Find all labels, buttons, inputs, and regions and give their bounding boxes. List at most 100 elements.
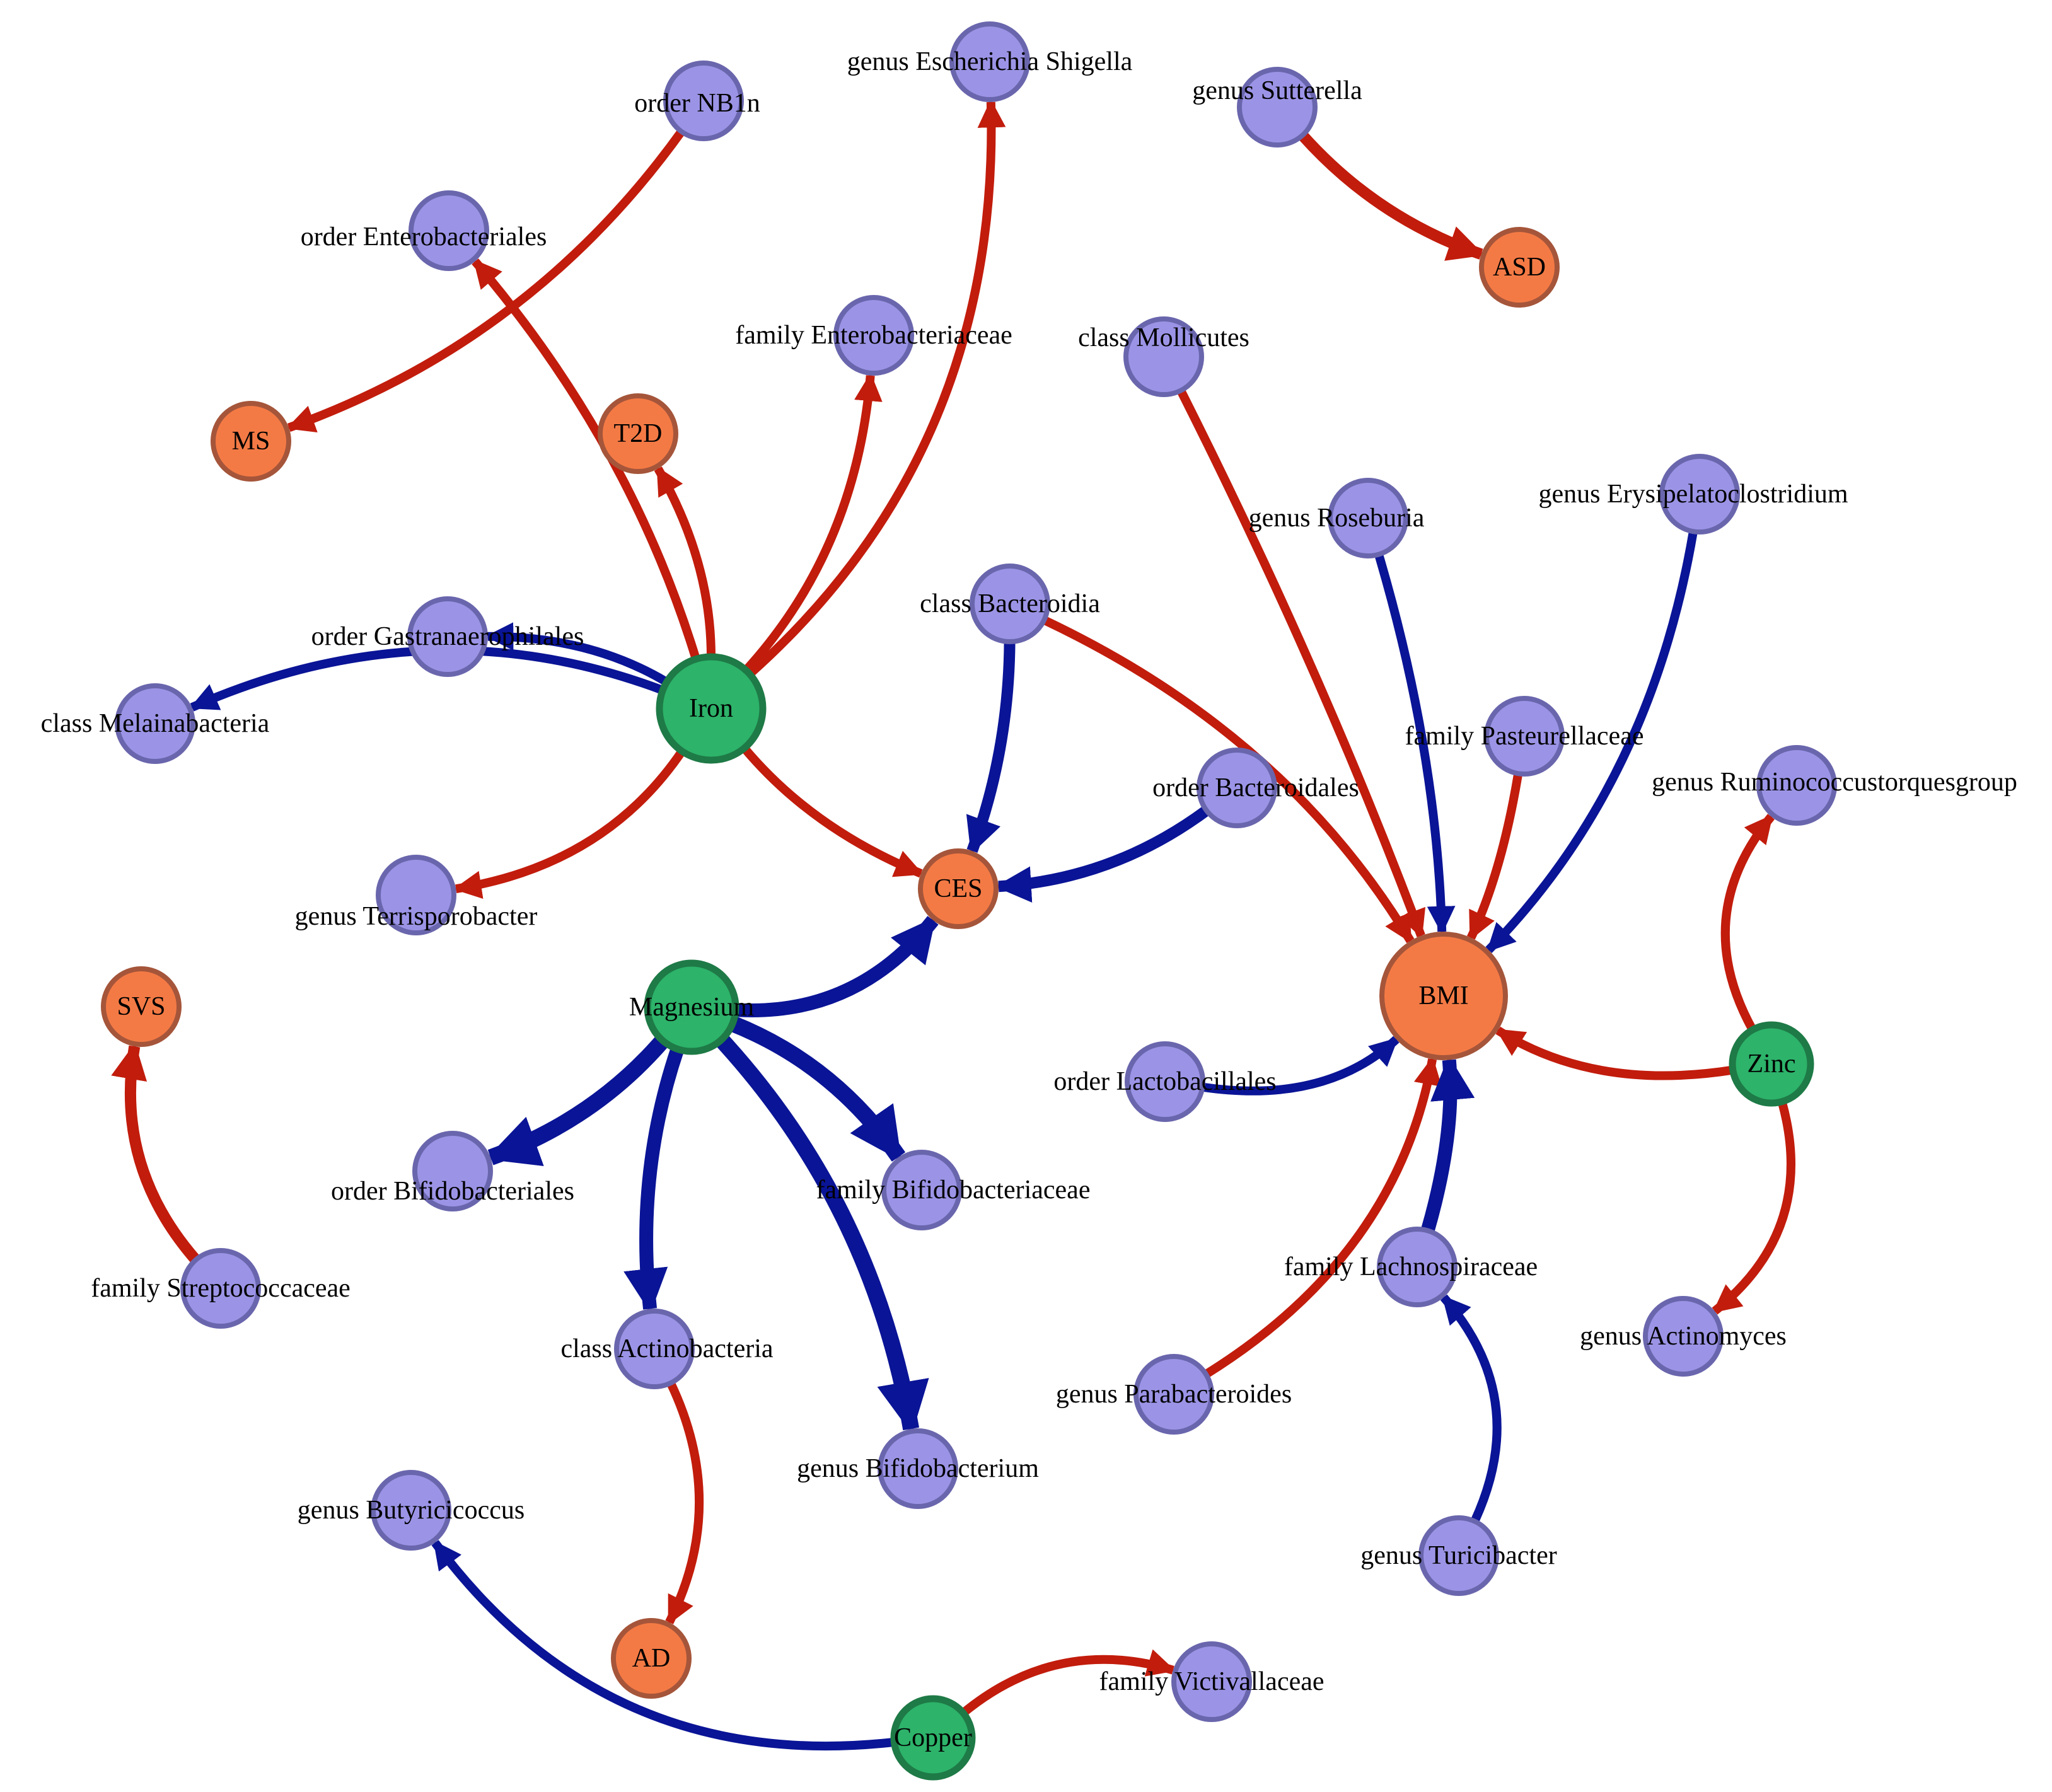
node-label: BMI <box>1418 981 1468 1010</box>
node-circle <box>890 1695 976 1781</box>
edge-genus-roseburia-to-bmi <box>1374 553 1456 935</box>
edge-class-actinobacteria-to-ad <box>665 1381 704 1625</box>
node-circle <box>1237 67 1318 147</box>
edge-magnesium-to-class-actinobacteria <box>623 1046 685 1314</box>
node-label: family Victivallaceae <box>1099 1667 1324 1696</box>
node-genus-erysipelatoclostridium[interactable]: genus Erysipelatoclostridium <box>1538 454 1848 535</box>
node-circle <box>211 401 291 482</box>
edge-iron-to-genus-terrisporobacter <box>453 748 686 899</box>
node-circle <box>598 393 678 474</box>
node-order-gastranaerophilales[interactable]: order Gastranaerophilales <box>311 596 584 677</box>
edge-iron-to-order-gastranaerophilales <box>485 622 670 686</box>
node-class-mollicutes[interactable]: class Mollicutes <box>1078 316 1249 397</box>
node-ms[interactable]: MS <box>211 401 291 482</box>
node-circle <box>970 564 1050 644</box>
node-ad[interactable]: AD <box>611 1618 692 1699</box>
node-circle <box>614 1309 695 1389</box>
edge-magnesium-to-ces <box>735 916 939 1017</box>
node-t2d[interactable]: T2D <box>598 393 678 474</box>
node-svs[interactable]: SVS <box>101 966 182 1047</box>
node-circle <box>663 61 744 141</box>
node-label: SVS <box>117 992 165 1021</box>
node-genus-terrisporobacter[interactable]: genus Terrisporobacter <box>295 855 538 935</box>
node-class-melainabacteria[interactable]: class Melainabacteria <box>41 683 270 764</box>
node-order-enterobacteriales[interactable]: order Enterobacteriales <box>301 190 547 271</box>
node-genus-butyricicoccus[interactable]: genus Butyricicoccus <box>298 1470 525 1551</box>
node-asd[interactable]: ASD <box>1479 227 1560 308</box>
node-order-bacteroidales[interactable]: order Bacteroidales <box>1152 748 1359 828</box>
node-circle <box>101 966 182 1047</box>
node-label: class Melainabacteria <box>41 709 270 738</box>
node-iron[interactable]: Iron <box>656 653 767 764</box>
node-label: order Enterobacteriales <box>301 223 547 251</box>
node-order-lactobacillales[interactable]: order Lactobacillales <box>1053 1041 1277 1122</box>
edges-layer <box>111 99 1795 1751</box>
node-circle <box>1756 745 1837 826</box>
node-label: genus Erysipelatoclostridium <box>1538 480 1848 509</box>
edge-family-streptococcaceae-to-svs <box>111 1043 200 1264</box>
node-genus-sutterella[interactable]: genus Sutterella <box>1192 67 1362 147</box>
edge-iron-to-ces <box>741 745 924 878</box>
node-circle <box>881 1150 962 1230</box>
node-order-nb1n[interactable]: order NB1n <box>634 61 760 141</box>
edge-class-mollicutes-to-bmi <box>1176 388 1426 939</box>
edge-genus-sutterella-to-asd <box>1298 131 1485 261</box>
edge-zinc-to-genus-actinomyces <box>1712 1100 1795 1315</box>
node-circle <box>1197 748 1277 828</box>
node-label: Magnesium <box>629 993 755 1022</box>
node-label: AD <box>632 1644 671 1673</box>
node-label: order Gastranaerophilales <box>311 622 584 651</box>
edge-iron-to-family-enterobacteriaceae <box>743 373 883 674</box>
node-genus-roseburia[interactable]: genus Roseburia <box>1249 478 1425 558</box>
node-circle <box>1123 316 1204 397</box>
edge-copper-to-genus-butyricicoccus <box>431 1540 895 1751</box>
node-family-lachnospiraceae[interactable]: family Lachnospiraceae <box>1284 1227 1538 1307</box>
node-family-victivallaceae[interactable]: family Victivallaceae <box>1099 1641 1325 1722</box>
node-label: family Lachnospiraceae <box>1284 1252 1538 1281</box>
node-label: class Bacteroidia <box>920 589 1100 618</box>
edge-class-bacteroidia-to-ces <box>966 641 1016 855</box>
node-class-actinobacteria[interactable]: class Actinobacteria <box>560 1309 774 1389</box>
node-circle <box>1328 478 1408 558</box>
edge-order-bacteroidales-to-ces <box>995 806 1210 903</box>
node-ces[interactable]: CES <box>918 848 999 929</box>
node-circle <box>371 1470 451 1551</box>
node-family-pasteurellaceae[interactable]: family Pasteurellaceae <box>1405 696 1644 777</box>
node-family-enterobacteriaceae[interactable]: family Enterobacteriaceae <box>735 295 1012 376</box>
node-label: genus Bifidobacterium <box>797 1454 1039 1483</box>
node-genus-ruminococcus[interactable]: genus Ruminococcustorquesgroup <box>1652 745 2017 826</box>
edge-genus-turicibacter-to-family-lachnospiraceae <box>1440 1294 1502 1523</box>
node-family-streptococcaceae[interactable]: family Streptococcaceae <box>91 1248 351 1329</box>
node-circle <box>407 596 488 677</box>
node-label: genus Butyricicoccus <box>298 1496 525 1525</box>
node-label: order Lactobacillales <box>1053 1067 1276 1096</box>
node-label: order Bacteroidales <box>1152 773 1359 802</box>
node-genus-bifidobacterium[interactable]: genus Bifidobacterium <box>797 1428 1039 1509</box>
node-genus-turicibacter[interactable]: genus Turicibacter <box>1360 1515 1557 1596</box>
edge-magnesium-to-family-bifidobacteriaceae <box>729 1015 906 1162</box>
node-circle <box>409 190 489 271</box>
node-bmi[interactable]: BMI <box>1379 932 1508 1060</box>
node-zinc[interactable]: Zinc <box>1729 1021 1814 1107</box>
edge-order-lactobacillales-to-bmi <box>1202 1036 1400 1095</box>
node-circle <box>1377 1227 1458 1307</box>
node-circle <box>180 1248 261 1329</box>
node-genus-actinomyces[interactable]: genus Actinomyces <box>1580 1296 1787 1377</box>
edge-genus-parabacteroides-to-bmi <box>1203 1056 1442 1379</box>
node-label: genus Actinomyces <box>1580 1322 1787 1351</box>
node-label: family Bifidobacteriaceae <box>816 1176 1091 1205</box>
node-label: genus Ruminococcustorquesgroup <box>1652 768 2017 797</box>
edge-iron-to-t2d <box>654 466 716 657</box>
node-circle <box>949 21 1030 102</box>
node-family-bifidobacteriaceae[interactable]: family Bifidobacteriaceae <box>816 1150 1091 1230</box>
node-genus-parabacteroides[interactable]: genus Parabacteroides <box>1056 1354 1292 1435</box>
node-copper[interactable]: Copper <box>890 1695 976 1781</box>
node-class-bacteroidia[interactable]: class Bacteroidia <box>920 564 1100 644</box>
node-genus-escherichia[interactable]: genus Escherichia Shigella <box>847 21 1133 102</box>
node-circle <box>376 855 456 935</box>
edge-genus-erysipelatoclostridium-to-bmi <box>1485 530 1698 954</box>
node-order-bifidobacteriales[interactable]: order Bifidobacteriales <box>331 1131 574 1211</box>
node-magnesium[interactable]: Magnesium <box>629 959 755 1055</box>
edge-order-nb1n-to-ms <box>286 129 685 433</box>
